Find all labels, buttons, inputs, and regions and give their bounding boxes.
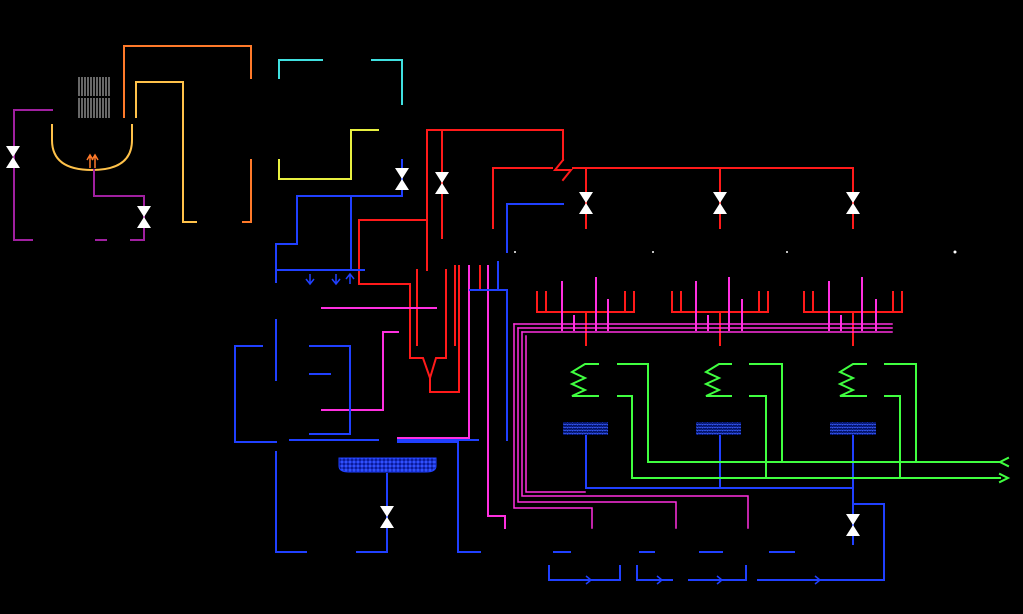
- row-markers: [514, 250, 957, 254]
- gate-valve-icon[interactable]: [380, 506, 394, 528]
- reactor-vessel: [51, 77, 133, 172]
- gate-valve-icon[interactable]: [579, 192, 593, 214]
- steam-lines-red: [358, 129, 854, 393]
- valves: [6, 146, 860, 536]
- gate-valve-icon[interactable]: [435, 172, 449, 194]
- cooling-green: [569, 363, 1011, 484]
- gate-valve-icon[interactable]: [6, 146, 20, 168]
- cyan-line-right: [371, 59, 403, 105]
- primary-loop-purple: [13, 109, 145, 241]
- gate-valve-icon[interactable]: [395, 168, 409, 190]
- gate-valve-icon[interactable]: [137, 206, 151, 228]
- flow-arrows-blue: [305, 272, 822, 585]
- flow-arrow-icon: [345, 272, 355, 284]
- manifold-3: [803, 277, 903, 346]
- heat-arrows: [86, 153, 99, 168]
- cold-leg-yellow-orange: [135, 81, 197, 223]
- gate-valve-icon[interactable]: [846, 514, 860, 536]
- reactor-vessel-shell: [51, 124, 133, 172]
- hot-leg-orange-down: [242, 159, 252, 223]
- flow-arrow-icon: [997, 456, 1010, 468]
- gate-valve-icon[interactable]: [846, 192, 860, 214]
- storage-tank-icon: [338, 457, 437, 473]
- flow-arrow-icon: [812, 575, 822, 585]
- condenser-coil-icon: [830, 422, 876, 435]
- yellow-line: [278, 129, 379, 180]
- flow-arrow-icon: [714, 575, 724, 585]
- flow-arrow-icon: [654, 575, 664, 585]
- flow-arrow-icon: [331, 274, 341, 286]
- condensate-blue: [234, 159, 885, 581]
- flow-arrow-icon: [998, 472, 1011, 484]
- condenser-coil-icon: [563, 422, 608, 435]
- manifold-1: [536, 277, 635, 346]
- fuel-rods: [78, 77, 111, 118]
- condenser-coil-icon: [696, 422, 741, 435]
- manifold-2: [671, 277, 769, 346]
- cyan-line-left: [278, 59, 323, 79]
- gate-valve-icon[interactable]: [713, 192, 727, 214]
- feedwater-magenta: [321, 265, 893, 529]
- flow-arrow-icon: [583, 575, 593, 585]
- hot-leg-orange: [123, 45, 252, 118]
- flow-arrow-icon: [305, 274, 315, 286]
